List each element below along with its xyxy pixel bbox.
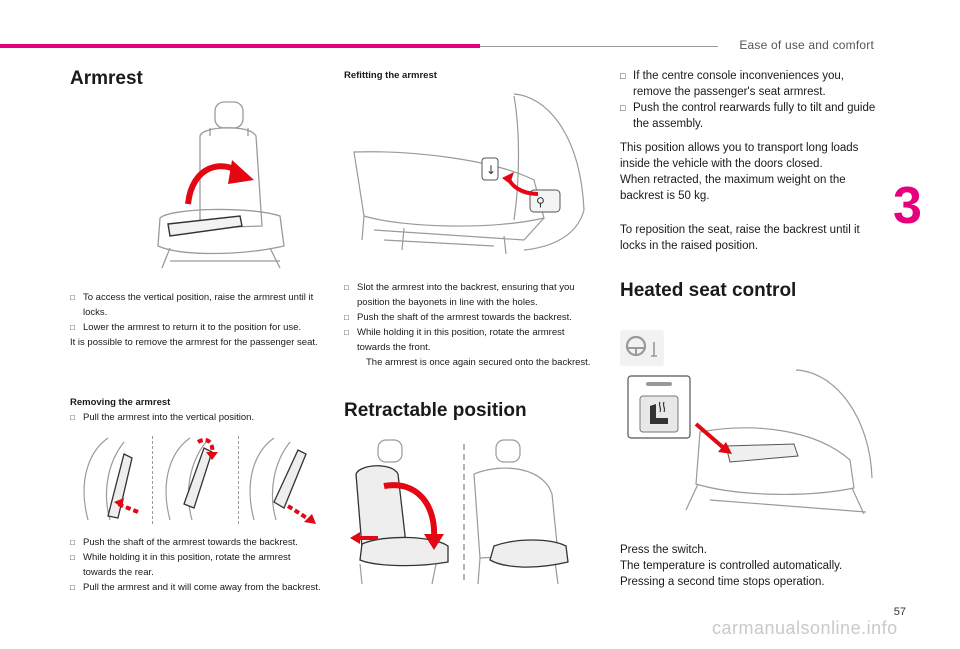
list-item: □Pull the armrest into the vertical posi… xyxy=(70,412,255,423)
retractable-info: This position allows you to transport lo… xyxy=(620,140,880,204)
removing-section: Removing the armrest □Pull the armrest i… xyxy=(70,395,322,425)
armrest-note: It is possible to remove the armrest for… xyxy=(70,337,318,348)
page-number: 57 xyxy=(893,606,906,618)
armrest-raise-illustration xyxy=(157,101,285,269)
heated-seat-illustration xyxy=(627,369,873,515)
bullet-icon: □ xyxy=(70,413,75,422)
retractable-paragraph: When retracted, the maximum weight on th… xyxy=(620,174,846,202)
list-item: □Lower the armrest to return it to the p… xyxy=(70,322,302,333)
retractable-title: Retractable position xyxy=(344,400,527,421)
illustration-divider xyxy=(238,436,239,524)
bullet-icon: □ xyxy=(344,328,349,337)
retractable-instructions: □If the centre console inconveniences yo… xyxy=(620,68,880,132)
steering-wheel-heat-icon xyxy=(620,330,664,366)
armrest-title: Armrest xyxy=(70,68,143,89)
heated-line: Press the switch. xyxy=(620,544,707,556)
armrest-instructions: □To access the vertical position, raise … xyxy=(70,290,322,350)
refitting-note: The armrest is once again secured onto t… xyxy=(366,357,591,368)
refitting-instructions: □Slot the armrest into the backrest, ens… xyxy=(344,280,594,370)
list-item: □While holding it in this position, rota… xyxy=(344,327,565,353)
list-item: □Push the shaft of the armrest towards t… xyxy=(70,537,298,548)
refitting-title: Refitting the armrest xyxy=(344,70,437,81)
list-item: □To access the vertical position, raise … xyxy=(70,292,314,318)
bullet-icon: □ xyxy=(70,538,75,547)
removing-title: Removing the armrest xyxy=(70,397,171,408)
armrest-removal-illustration xyxy=(83,437,316,524)
svg-text:⚲: ⚲ xyxy=(536,195,545,209)
list-item: □While holding it in this position, rota… xyxy=(70,552,291,578)
list-item: □If the centre console inconveniences yo… xyxy=(620,70,844,98)
watermark: carmanualsonline.info xyxy=(712,618,898,638)
heated-line: The temperature is controlled automatica… xyxy=(620,560,843,572)
bullet-icon: □ xyxy=(70,323,75,332)
bullet-icon: □ xyxy=(344,313,349,322)
heated-seat-text: Press the switch. The temperature is con… xyxy=(620,542,880,590)
list-item: □Push the shaft of the armrest towards t… xyxy=(344,312,572,323)
svg-text:↓: ↓ xyxy=(486,163,496,177)
removing-steps: □Push the shaft of the armrest towards t… xyxy=(70,535,322,595)
bullet-icon: □ xyxy=(70,583,75,592)
retractable-seat-illustration xyxy=(350,439,569,585)
heated-line: Pressing a second time stops operation. xyxy=(620,576,825,588)
reposition-paragraph: To reposition the seat, raise the backre… xyxy=(620,224,860,252)
header-rule xyxy=(480,46,718,47)
retractable-paragraph: This position allows you to transport lo… xyxy=(620,142,859,170)
bullet-icon: □ xyxy=(344,283,349,292)
header-accent-bar xyxy=(0,44,480,48)
bullet-icon: □ xyxy=(620,71,626,81)
chapter-number: 3 xyxy=(893,177,922,235)
section-header-title: Ease of use and comfort xyxy=(739,38,874,52)
armrest-refit-illustration: ⚲ ↓ xyxy=(353,93,585,255)
bullet-icon: □ xyxy=(70,293,75,302)
bullet-icon: □ xyxy=(620,103,626,113)
list-item: □Slot the armrest into the backrest, ens… xyxy=(344,282,575,308)
heated-seat-title: Heated seat control xyxy=(620,280,797,301)
list-item: □Push the control rearwards fully to til… xyxy=(620,102,876,130)
list-item: □Pull the armrest and it will come away … xyxy=(70,582,321,593)
illustration-divider xyxy=(152,436,153,524)
bullet-icon: □ xyxy=(70,553,75,562)
